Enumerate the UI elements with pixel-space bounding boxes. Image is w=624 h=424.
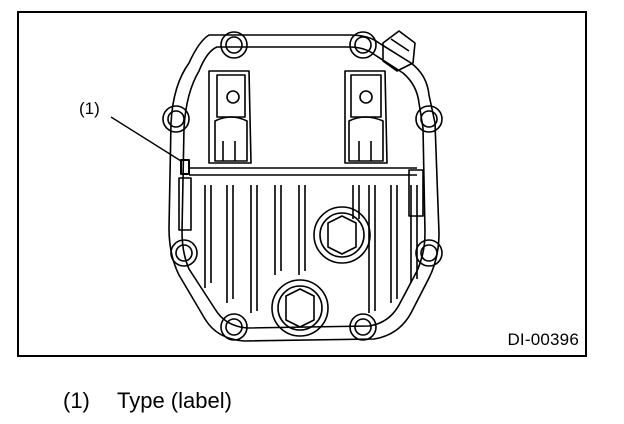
caption-text: Type (label) (117, 388, 232, 413)
right-boss (344, 70, 388, 164)
differential-cover-drawing (110, 30, 443, 342)
cover-outline (168, 34, 440, 342)
right-slot (408, 169, 424, 217)
bolt-top-right (349, 31, 377, 59)
bolt-mid-left (162, 105, 190, 133)
left-slot (178, 177, 192, 231)
callout-label-1: (1) (79, 99, 100, 118)
cover-inner-outline (181, 46, 426, 329)
bolt-top-left (220, 31, 248, 59)
callout-leader-line (110, 116, 182, 162)
bolt-low-left (170, 239, 198, 267)
bolt-low-right (415, 239, 443, 267)
figure-frame: (1) DI-00396 (17, 11, 587, 357)
type-label (180, 159, 190, 175)
left-boss (208, 70, 252, 164)
breather-fitting (382, 30, 416, 72)
bolt-bottom-right (349, 313, 377, 341)
drain-plug (271, 279, 329, 337)
figure-id: DI-00396 (507, 330, 579, 349)
bolt-bottom-left (220, 313, 248, 341)
cooling-fins (204, 185, 418, 313)
figure-caption: (1) Type (label) (63, 388, 232, 414)
fill-plug (313, 206, 371, 264)
bolt-mid-right (415, 105, 443, 133)
caption-number: (1) (63, 388, 90, 413)
